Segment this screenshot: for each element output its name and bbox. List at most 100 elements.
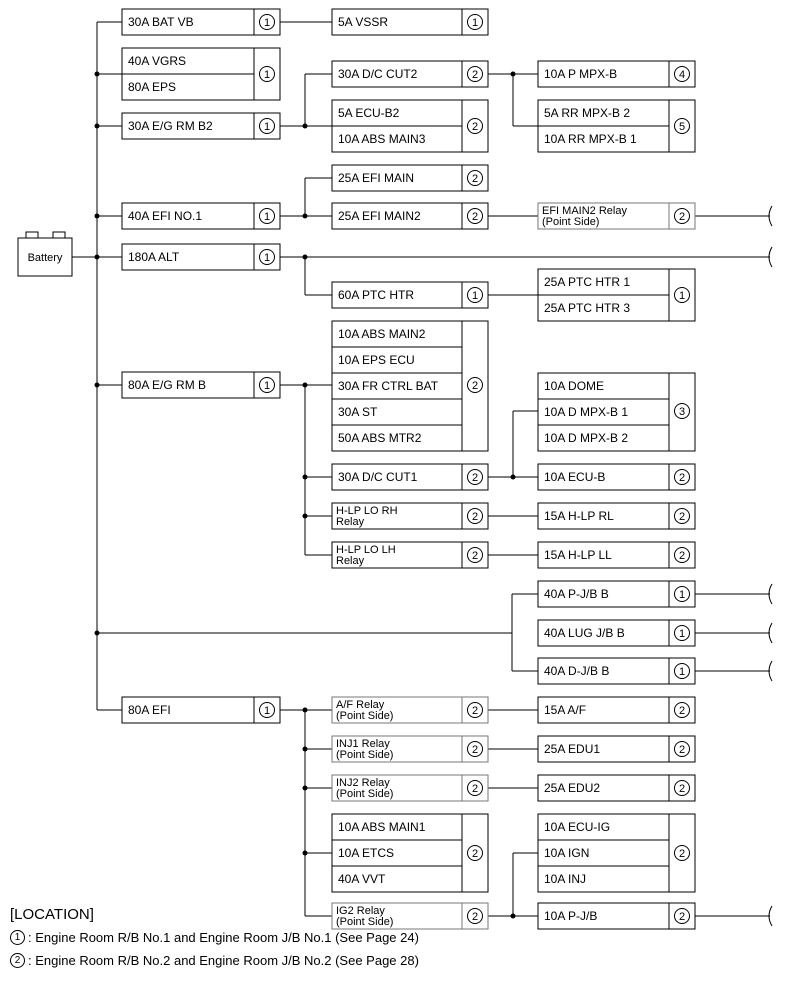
fuse-label: 25A EDU2 — [544, 781, 600, 795]
fuse-label: 5A VSSR — [338, 15, 388, 29]
relay-af: A/F Relay (Point Side) 2 — [331, 696, 489, 724]
fuse-eg-rm-b2: 30A E/G RM B2 1 — [121, 112, 281, 140]
fuse-label: 15A H-LP LL — [544, 548, 612, 562]
relay-label: IG2 Relay — [336, 905, 385, 917]
legend-row-2: 2 : Engine Room R/B No.2 and Engine Room… — [10, 953, 419, 968]
relay-label: A/F Relay — [336, 699, 385, 711]
fuse-label: 30A ST — [338, 405, 378, 419]
legend-title: [LOCATION] — [10, 906, 94, 923]
fuse-p-jb-b: 40A P-J/B B 1 — [537, 580, 696, 608]
fuse-label: 10A ECU-IG — [544, 820, 610, 834]
fuse-label: 25A PTC HTR 3 — [544, 301, 630, 315]
relay-hlp-lo-rh: H-LP LO RH Relay 2 — [331, 502, 489, 530]
fuse-label: 40A VVT — [338, 872, 386, 886]
fuse-eg-rm-b: 80A E/G RM B 1 — [121, 371, 281, 399]
fuse-label: 10A D MPX-B 1 — [544, 405, 628, 419]
relay-label: (Point Side) — [336, 749, 393, 761]
location-marker: 2 — [472, 848, 478, 860]
location-marker: 1 — [472, 17, 478, 29]
location-marker: 2 — [679, 511, 685, 523]
location-marker: 2 — [472, 911, 478, 923]
relay-inj1: INJ1 Relay (Point Side) 2 — [331, 735, 489, 763]
fuse-p-mpx-b: 10A P MPX-B 4 — [537, 60, 696, 88]
location-marker: 2 — [472, 211, 478, 223]
relay-efi-main2: EFI MAIN2 Relay (Point Side) 2 — [537, 202, 696, 230]
relay-label: (Point Side) — [336, 710, 393, 722]
location-marker: 1 — [264, 17, 270, 29]
fuse-distribution-diagram: Battery 30A BAT VB 1 40A VGRS 80A EPS 1 … — [17, 8, 773, 930]
location-marker: 2 — [472, 121, 478, 133]
location-marker: 1 — [264, 69, 270, 81]
location-marker: 1 — [264, 211, 270, 223]
location-marker: 2 — [679, 783, 685, 795]
fuse-group-abs-main1-block: 10A ABS MAIN1 10A ETCS 40A VVT 2 — [331, 813, 489, 893]
fuse-label: 80A EFI — [128, 703, 171, 717]
fuse-label: 40A EFI NO.1 — [128, 209, 202, 223]
fuse-ptc-htr: 60A PTC HTR 1 — [331, 281, 489, 309]
location-marker: 1 — [679, 589, 685, 601]
location-marker: 2 — [472, 744, 478, 756]
location-marker: 2 — [472, 69, 478, 81]
relay-label: Relay — [336, 555, 365, 567]
fuse-label: 25A EDU1 — [544, 742, 600, 756]
fuse-label: 80A EPS — [128, 80, 176, 94]
fuse-edu2: 25A EDU2 2 — [537, 774, 696, 802]
location-marker: 2 — [472, 550, 478, 562]
fuse-label: 80A E/G RM B — [128, 378, 206, 392]
fuse-label: 40A P-J/B B — [544, 587, 609, 601]
fuse-label: 30A D/C CUT1 — [338, 470, 418, 484]
fuse-label: 5A ECU-B2 — [338, 106, 400, 120]
fuse-label: 10A D MPX-B 2 — [544, 431, 628, 445]
fuse-label: 10A EPS ECU — [338, 353, 415, 367]
fuse-edu1: 25A EDU1 2 — [537, 735, 696, 763]
fuse-label: 10A RR MPX-B 1 — [544, 132, 637, 146]
fuse-hlp-rl: 15A H-LP RL 2 — [537, 502, 696, 530]
fuse-label: 10A ABS MAIN1 — [338, 820, 426, 834]
fuse-group-rr-mpx-b: 5A RR MPX-B 2 10A RR MPX-B 1 5 — [537, 99, 696, 153]
fuse-label: 15A H-LP RL — [544, 509, 614, 523]
fuse-label: 40A D-J/B B — [544, 664, 609, 678]
fuse-d-jb-b: 40A D-J/B B 1 — [537, 657, 696, 685]
fuse-efi-main: 25A EFI MAIN 2 — [331, 164, 489, 192]
fuse-label: 60A PTC HTR — [338, 288, 414, 302]
location-marker: 2 — [679, 848, 685, 860]
fuse-efi-80a: 80A EFI 1 — [121, 696, 281, 724]
location-marker: 2 — [679, 744, 685, 756]
legend-row-1: 1 : Engine Room R/B No.1 and Engine Room… — [10, 930, 419, 945]
fuse-hlp-ll: 15A H-LP LL 2 — [537, 541, 696, 569]
legend-marker-1: 1 — [10, 930, 25, 945]
relay-label: (Point Side) — [336, 916, 393, 928]
fuse-vssr: 5A VSSR 1 — [331, 8, 489, 36]
location-marker: 2 — [472, 173, 478, 185]
fuse-label: 10A ETCS — [338, 846, 394, 860]
location-marker: 1 — [679, 628, 685, 640]
fuse-alt: 180A ALT 1 — [121, 243, 281, 271]
fuse-label: 10A ABS MAIN2 — [338, 327, 426, 341]
battery-symbol: Battery — [17, 231, 73, 277]
location-marker: 3 — [679, 406, 685, 418]
location-marker: 4 — [679, 69, 685, 81]
fuse-label: 10A DOME — [544, 379, 604, 393]
battery-label: Battery — [28, 252, 63, 264]
legend-text-2: : Engine Room R/B No.2 and Engine Room J… — [28, 953, 419, 968]
relay-label: Relay — [336, 516, 365, 528]
relay-label: INJ1 Relay — [336, 738, 390, 750]
fuse-dc-cut1: 30A D/C CUT1 2 — [331, 463, 489, 491]
fuse-label: 10A IGN — [544, 846, 589, 860]
relay-ig2: IG2 Relay (Point Side) 2 — [331, 902, 489, 930]
location-marker: 5 — [679, 121, 685, 133]
legend-marker-2: 2 — [10, 953, 25, 968]
fuse-label: 30A FR CTRL BAT — [338, 379, 439, 393]
fuse-label: 25A EFI MAIN — [338, 171, 414, 185]
location-marker: 1 — [264, 252, 270, 264]
relay-inj2: INJ2 Relay (Point Side) 2 — [331, 774, 489, 802]
fuse-ecu-b: 10A ECU-B 2 — [537, 463, 696, 491]
fuse-group-ecu-b2-abs-main3: 5A ECU-B2 10A ABS MAIN3 2 — [331, 99, 489, 153]
location-marker: 2 — [679, 472, 685, 484]
location-marker: 1 — [264, 121, 270, 133]
fuse-group-ecu-ig-block: 10A ECU-IG 10A IGN 10A INJ 2 — [537, 813, 696, 893]
fuse-p-jb: 10A P-J/B 2 — [537, 902, 696, 930]
relay-hlp-lo-lh: H-LP LO LH Relay 2 — [331, 541, 489, 569]
location-marker: 2 — [679, 211, 685, 223]
fuse-group-ptc-htr: 25A PTC HTR 1 25A PTC HTR 3 1 — [537, 268, 696, 322]
